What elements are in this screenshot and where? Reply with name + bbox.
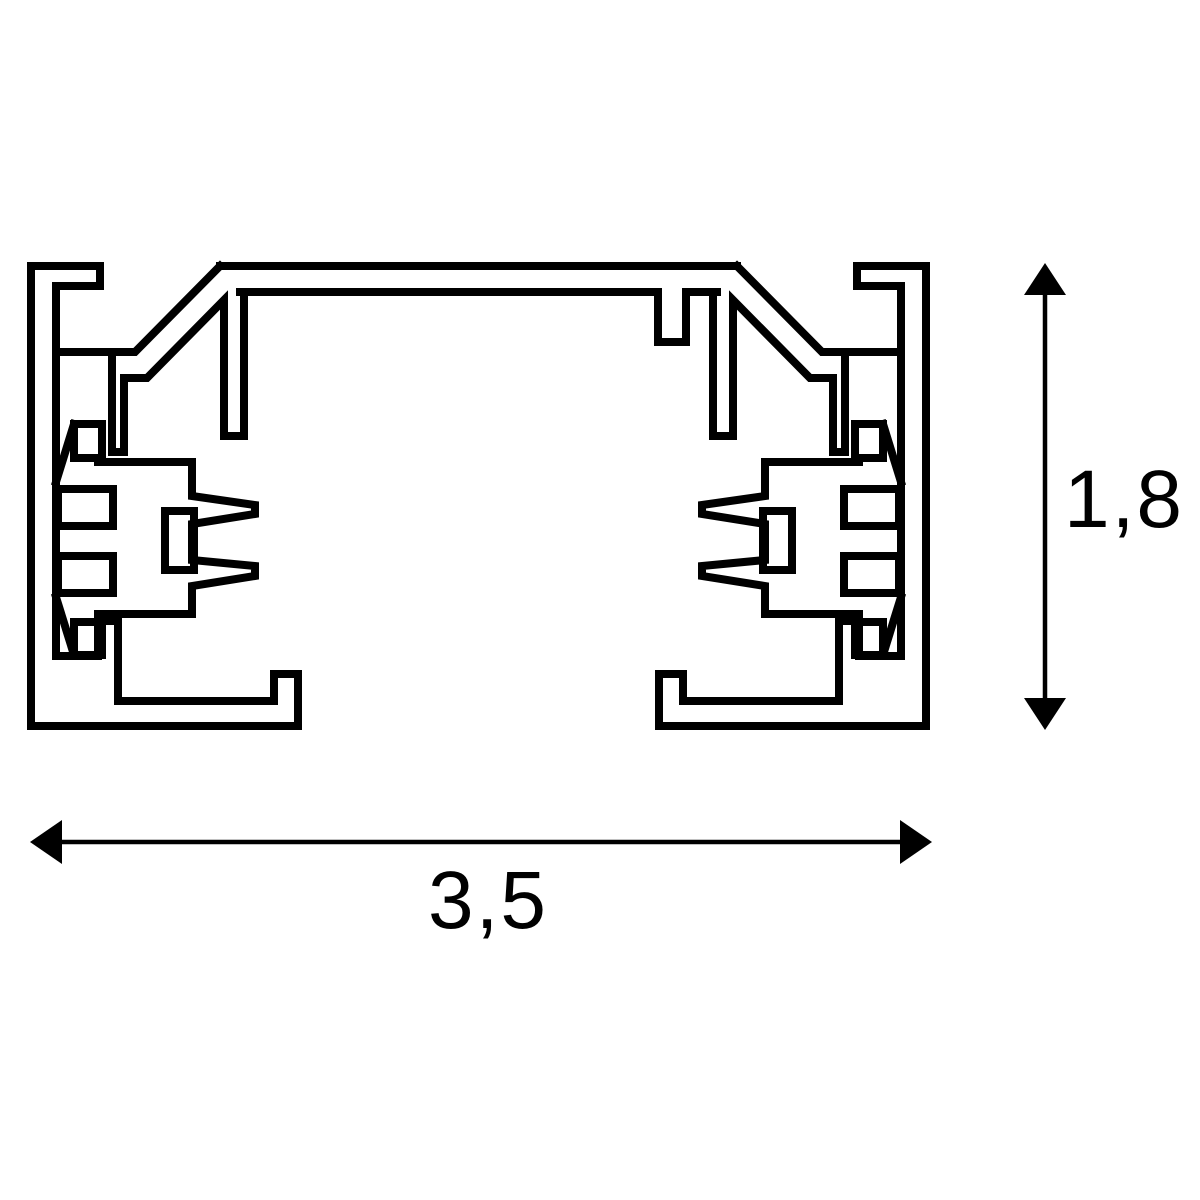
profile-right-half [659, 266, 926, 726]
top-plate-inner-edge-with-tab [236, 288, 721, 346]
width-dimension: 3,5 [30, 820, 932, 946]
arrow-up-icon [1024, 263, 1066, 295]
profile-left-half [31, 266, 298, 726]
width-dimension-label: 3,5 [428, 855, 548, 946]
height-dimension: 1,8 [1024, 263, 1184, 730]
height-dimension-label: 1,8 [1064, 454, 1184, 545]
arrow-right-icon [900, 820, 932, 864]
arrow-down-icon [1024, 698, 1066, 730]
arrow-left-icon [30, 820, 62, 864]
